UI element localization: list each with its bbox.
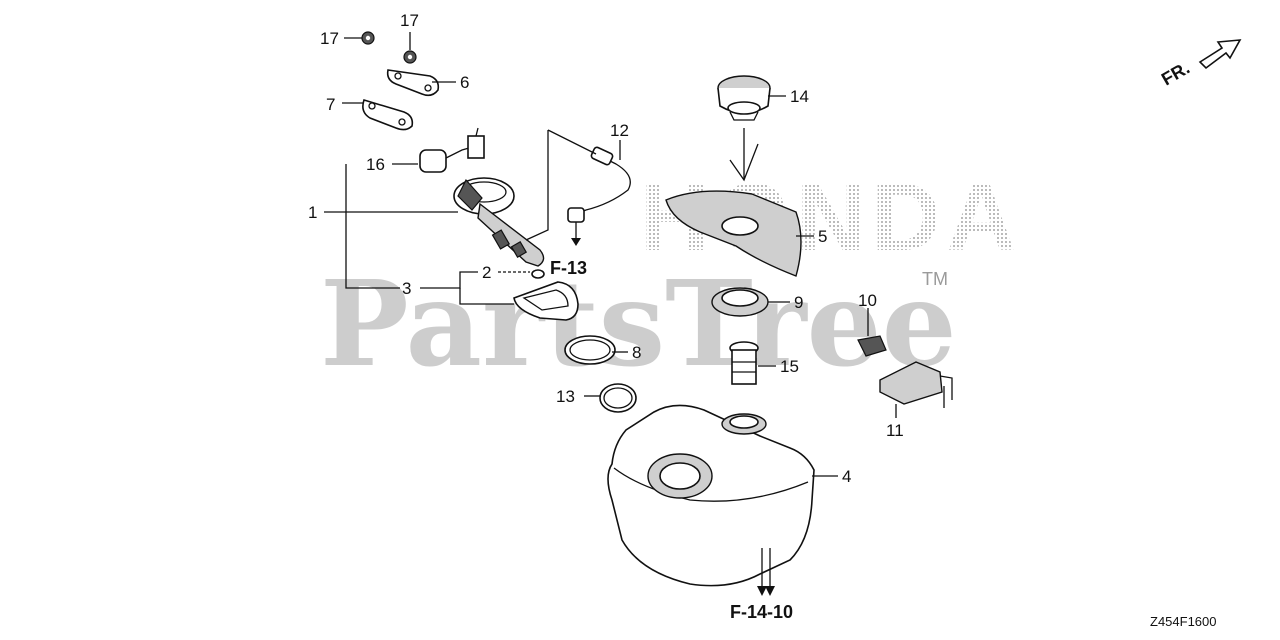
callout-12: 12 (610, 121, 629, 140)
callout-14: 14 (790, 87, 809, 106)
part-12-wire-harness (567, 146, 631, 246)
part-7-plate (362, 99, 414, 131)
part-10-grommet (857, 335, 887, 357)
cap-direction-arrow (729, 128, 759, 182)
leader-lines (324, 32, 897, 477)
part-2-o-ring (531, 269, 545, 279)
part-17-nut-left (361, 31, 375, 45)
part-8-seal-ring (564, 335, 616, 365)
trademark-mark: TM (922, 269, 948, 289)
callout-11: 11 (886, 421, 904, 440)
reference-f13[interactable]: F-13 (550, 258, 587, 278)
callout-15: 15 (780, 357, 799, 376)
callout-17-left: 17 (320, 29, 339, 48)
callout-1: 1 (308, 203, 317, 222)
part-4-fuel-tank (607, 404, 815, 596)
front-arrow-icon (1198, 39, 1242, 70)
callout-8: 8 (632, 343, 641, 362)
front-label: FR. (1158, 58, 1193, 90)
callout-13: 13 (556, 387, 575, 406)
part-15-strainer (729, 341, 759, 385)
part-17-nut-top (403, 50, 417, 64)
drawing-code: Z454F1600 (1150, 614, 1217, 629)
callout-17-top: 17 (400, 11, 419, 30)
front-direction-indicator: FR. (1158, 39, 1242, 90)
callout-3: 3 (402, 279, 411, 298)
partstree-watermark: PartsTree (320, 254, 957, 393)
callout-7: 7 (326, 95, 335, 114)
callout-2: 2 (482, 263, 491, 282)
part-11-bracket (879, 361, 953, 408)
callout-16: 16 (366, 155, 385, 174)
part-14-fuel-cap (717, 75, 771, 121)
reference-f1410[interactable]: F-14-10 (730, 602, 793, 622)
callout-5: 5 (818, 227, 827, 246)
part-1-fuel-pump (453, 177, 545, 267)
part-16-fuel-filter (419, 127, 485, 173)
callout-6: 6 (460, 73, 469, 92)
part-5-tank-cover (665, 190, 802, 277)
callout-10: 10 (858, 291, 877, 310)
callout-4: 4 (842, 467, 851, 486)
part-3-gasket (513, 281, 579, 321)
callout-9: 9 (794, 293, 803, 312)
